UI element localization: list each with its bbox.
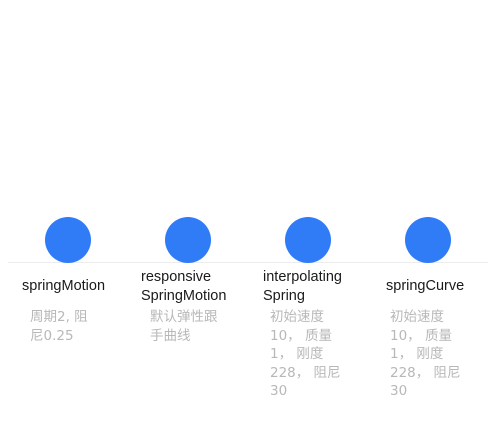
responsive-spring-motion-title-line-2: SpringMotion — [141, 288, 227, 304]
responsive-spring-motion-ball[interactable] — [165, 217, 211, 263]
responsive-spring-motion-title: responsive SpringMotion — [141, 268, 226, 306]
spring-curve-title-line-1: springCurve — [386, 278, 465, 294]
spring-motion-title-line-1: springMotion — [22, 278, 106, 294]
interpolating-spring-title: interpolating Spring — [263, 268, 342, 306]
interpolating-spring-ball[interactable] — [285, 217, 331, 263]
spring-motion-column: springMotion 周期2, 阻 尼0.25 — [8, 0, 128, 425]
spring-motion-ball[interactable] — [45, 217, 91, 263]
spring-curve-title: springCurve — [386, 277, 464, 296]
interpolating-spring-title-line-2: Spring — [263, 288, 305, 304]
spring-curve-column: springCurve 初始速度 10， 质量 1， 刚度 228， 阻尼 30 — [368, 0, 488, 425]
interpolating-spring-title-line-1: interpolating — [263, 269, 342, 285]
baseline-divider — [8, 262, 488, 263]
spring-curve-ball[interactable] — [405, 217, 451, 263]
spring-motion-description: 周期2, 阻 尼0.25 — [30, 309, 88, 344]
responsive-spring-motion-description: 默认弹性跟 手曲线 — [150, 309, 218, 344]
spring-curve-description: 初始速度 10， 质量 1， 刚度 228， 阻尼 30 — [390, 309, 461, 399]
responsive-spring-motion-title-line-1: responsive — [141, 269, 212, 285]
responsive-spring-motion-column: responsive SpringMotion 默认弹性跟 手曲线 — [128, 0, 248, 425]
spring-motion-title: springMotion — [22, 277, 105, 296]
interpolating-spring-description: 初始速度 10， 质量 1， 刚度 228， 阻尼 30 — [270, 309, 341, 399]
interpolating-spring-column: interpolating Spring 初始速度 10， 质量 1， 刚度 2… — [248, 0, 368, 425]
